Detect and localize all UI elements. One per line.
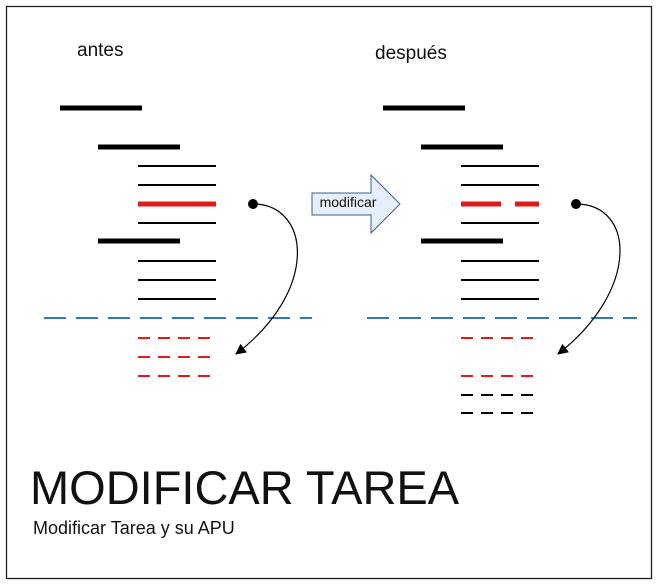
before-label: antes xyxy=(77,40,124,61)
modify-action-arrow xyxy=(311,173,401,235)
modify-action-label: modificar xyxy=(319,194,377,210)
page-subtitle: Modificar Tarea y su APU xyxy=(33,518,235,538)
outer-border xyxy=(5,5,653,580)
after-structure xyxy=(367,105,637,414)
after-label: después xyxy=(375,43,447,64)
before-structure xyxy=(44,105,312,377)
link-curved-arrow xyxy=(557,203,621,355)
page-title: MODIFICAR TAREA xyxy=(30,461,460,514)
link-curved-arrow xyxy=(235,203,298,355)
